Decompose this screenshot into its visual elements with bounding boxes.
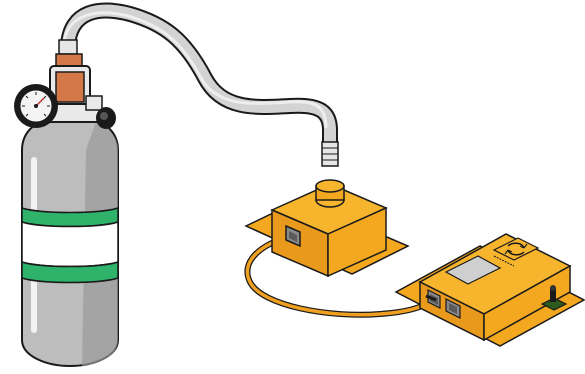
toggle-switch-icon [540,285,568,311]
cylinder-band-green-bottom [21,260,119,284]
cylinder-band-white [21,220,119,268]
data-cable-icon [244,233,435,318]
controller-screen [444,255,502,285]
gas-cylinder-icon [21,103,119,368]
pressure-gauge-icon [14,84,58,128]
controller-box-icon [394,233,585,347]
gas-hose-icon [58,2,339,167]
regulator-icon [39,53,116,129]
sensor-box-icon [244,179,410,278]
refresh-icon [492,237,540,267]
